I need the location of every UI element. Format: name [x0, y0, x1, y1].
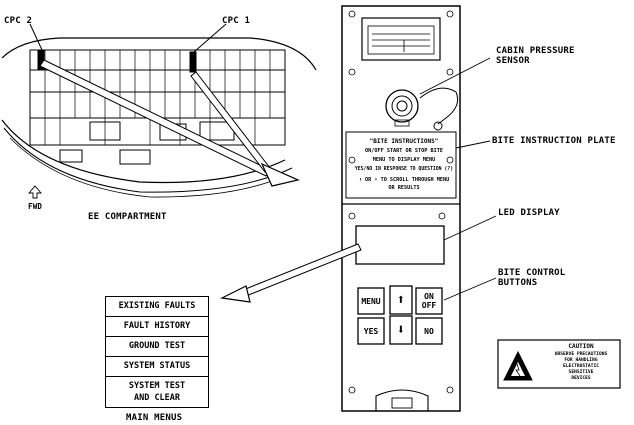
yes-key[interactable]: YES: [363, 326, 379, 336]
main-menus-list: EXISTING FAULTS FAULT HISTORY GROUND TES…: [105, 296, 209, 408]
caution-line: FOR HANDLING: [564, 358, 598, 363]
caution-line: ELECTROSTATIC: [563, 364, 599, 369]
bite-plate-line: MENU TO DISPLAY MENU: [372, 157, 436, 163]
bite-plate-line: ON/OFF START OR STOP BITE: [364, 148, 444, 154]
cpc2-label: CPC 2: [4, 16, 33, 26]
menu-key[interactable]: MENU: [361, 296, 381, 306]
caution-line: DEVICES: [571, 376, 591, 381]
up-arrow-key[interactable]: ⬆: [396, 291, 406, 308]
bite-plate-title: "BITE INSTRUCTIONS": [369, 138, 439, 145]
menu-item-fault-history: FAULT HISTORY: [106, 317, 208, 337]
caution-line: SENSITIVE: [568, 370, 594, 375]
led-display-label: LED DISPLAY: [498, 208, 560, 218]
ee-compartment-label: EE COMPARTMENT: [88, 212, 167, 222]
cabin-pressure-sensor-label-2: SENSOR: [496, 56, 530, 66]
caution-label: [497, 339, 621, 389]
cabin-pressure-sensor-label-1: CABIN PRESSURE: [496, 46, 575, 56]
leader-lines: [419, 57, 497, 301]
bite-control-label-1: BITE CONTROL: [498, 268, 566, 278]
bite-control-label-2: BUTTONS: [498, 278, 538, 288]
main-menus-label: MAIN MENUS: [126, 413, 183, 423]
ee-compartment-drawing: [1, 23, 317, 199]
menu-item-existing-faults: EXISTING FAULTS: [106, 297, 208, 317]
bite-instruction-plate-label: BITE INSTRUCTION PLATE: [492, 136, 616, 146]
bite-plate-line: OR RESULTS: [388, 185, 420, 191]
bite-plate-line: ⬆ OR ⬇ TO SCROLL THROUGH MENU: [358, 177, 450, 183]
on-off-key[interactable]: ON OFF: [421, 292, 437, 310]
down-arrow-key[interactable]: ⬇: [396, 321, 406, 338]
no-key[interactable]: NO: [424, 326, 434, 336]
menu-item-ground-test: GROUND TEST: [106, 337, 208, 357]
cpc1-label: CPC 1: [222, 16, 251, 26]
fwd-label: FWD: [28, 202, 43, 211]
caution-line: OBSERVE PRECAUTIONS: [554, 352, 608, 357]
menu-item-system-test-and-clear: SYSTEM TEST AND CLEAR: [128, 381, 186, 403]
controller-panel: [220, 5, 461, 412]
menu-item-system-status: SYSTEM STATUS: [106, 357, 208, 377]
bite-plate-line: YES/NO IN RESPONSE TO QUESTION (?): [354, 167, 454, 172]
caution-title: CAUTION: [568, 343, 594, 350]
